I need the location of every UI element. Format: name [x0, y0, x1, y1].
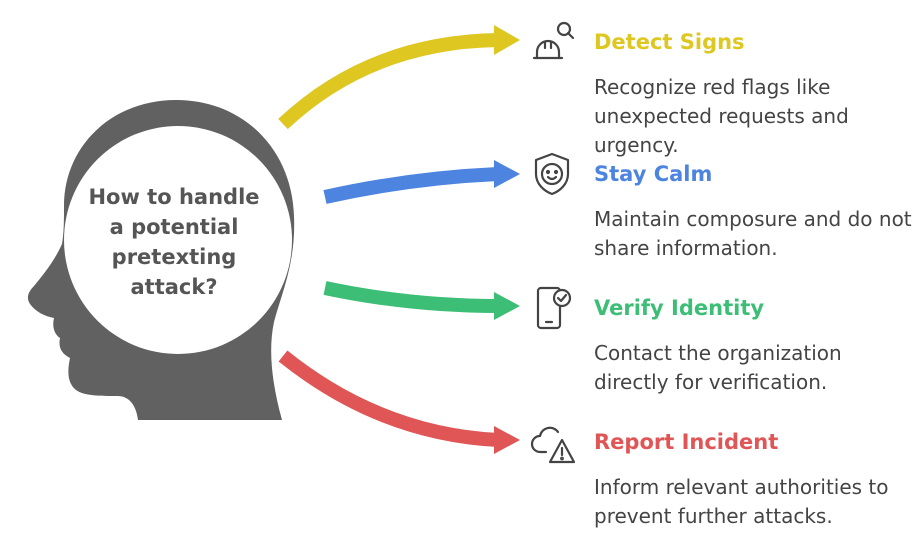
step-title-report-incident: Report Incident — [594, 430, 779, 454]
cloud-warning-icon — [530, 426, 576, 464]
head-inner-circle — [64, 126, 292, 354]
arrow-report-incident — [278, 350, 520, 454]
central-question: How to handle a potential pretexting att… — [84, 182, 264, 302]
central-question-line-1: How to handle — [88, 185, 260, 209]
arrow-detect-signs — [278, 25, 520, 130]
arrow-stay-calm — [323, 160, 520, 204]
step-description-report-incident: Inform relevant authorities to prevent f… — [594, 475, 889, 528]
central-question-line-4: attack? — [130, 275, 218, 299]
phone-check-icon — [536, 286, 572, 330]
step-title-verify-identity: Verify Identity — [594, 296, 765, 320]
central-question-line-2: a potential — [109, 215, 239, 239]
step-description-detect-signs: Recognize red flags like unexpected requ… — [594, 75, 849, 157]
hardhat-search-icon — [532, 21, 575, 60]
calm-face-shield-icon — [534, 152, 570, 196]
arrow-verify-identity — [323, 281, 520, 320]
step-description-stay-calm: Maintain composure and do not share info… — [594, 207, 912, 260]
step-description-verify-identity: Contact the organization directly for ve… — [594, 341, 842, 394]
step-title-detect-signs: Detect Signs — [594, 30, 745, 54]
central-question-line-3: pretexting — [111, 245, 237, 269]
step-title-stay-calm: Stay Calm — [594, 162, 713, 186]
